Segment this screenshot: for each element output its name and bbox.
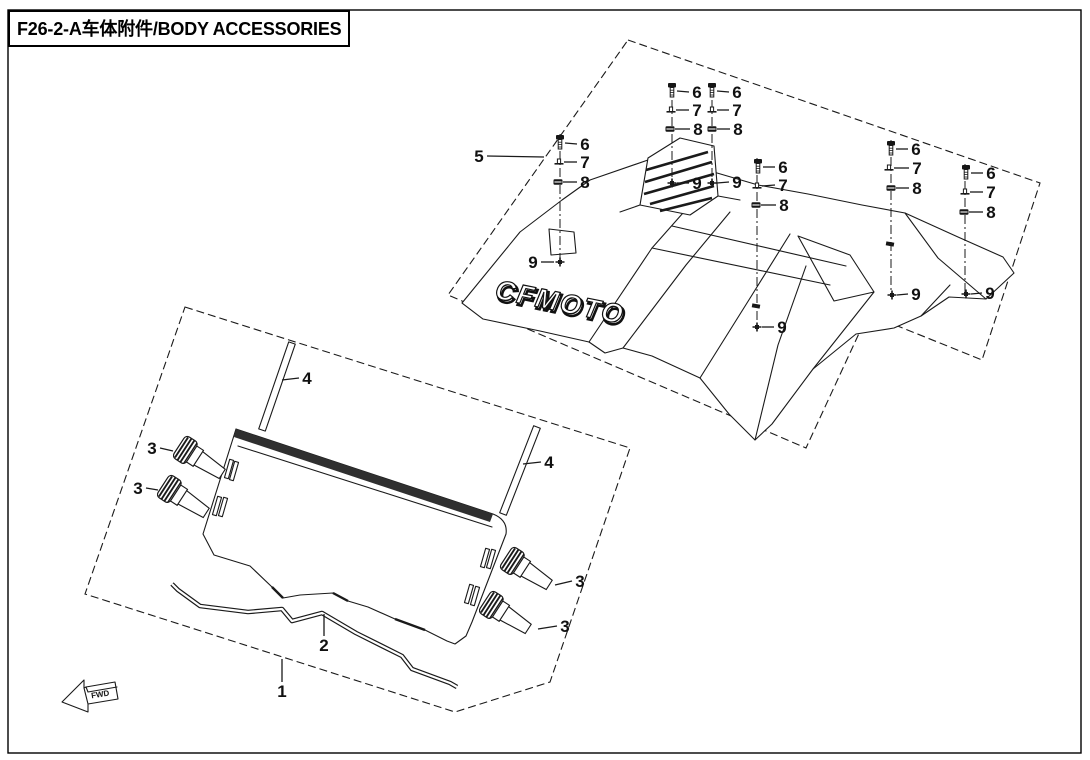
leader-line bbox=[970, 292, 983, 295]
part-callout-9: 9 bbox=[732, 173, 741, 192]
nut-icon bbox=[958, 208, 970, 216]
leader-line bbox=[537, 625, 558, 630]
part-callout-1: 1 bbox=[277, 682, 286, 701]
windshield-drawing bbox=[202, 428, 507, 645]
bolt-icon bbox=[667, 82, 677, 98]
part-callout-7: 7 bbox=[732, 101, 741, 120]
nut-icon bbox=[750, 201, 762, 209]
part-callout-8: 8 bbox=[580, 173, 589, 192]
mounting-strip bbox=[499, 425, 541, 516]
part-callout-6: 6 bbox=[580, 135, 589, 154]
leader-line bbox=[554, 580, 573, 586]
part-callout-2: 2 bbox=[319, 636, 328, 655]
part-callout-6: 6 bbox=[778, 158, 787, 177]
fwd-label: FWD bbox=[90, 689, 110, 701]
leader-line bbox=[522, 461, 542, 465]
part-callout-4: 4 bbox=[302, 369, 312, 388]
washer-icon bbox=[553, 158, 565, 165]
part-callout-3: 3 bbox=[133, 479, 142, 498]
part-callout-7: 7 bbox=[580, 153, 589, 172]
leader-line bbox=[486, 155, 545, 158]
part-callout-7: 7 bbox=[692, 101, 701, 120]
windshield-top-band bbox=[234, 429, 493, 522]
part-callout-7: 7 bbox=[986, 183, 995, 202]
hood-vent-hatch bbox=[619, 137, 741, 216]
leader-line bbox=[564, 142, 578, 145]
leader-line bbox=[145, 487, 159, 491]
page-border bbox=[7, 9, 1082, 754]
mounting-strip bbox=[258, 341, 296, 432]
washer-icon bbox=[706, 106, 718, 113]
bolt-icon bbox=[961, 164, 971, 180]
nut-icon bbox=[885, 184, 897, 192]
part-callout-9: 9 bbox=[985, 284, 994, 303]
part-callout-4: 4 bbox=[544, 453, 554, 472]
part-callout-8: 8 bbox=[986, 203, 995, 222]
part-callout-8: 8 bbox=[733, 120, 742, 139]
part-callout-6: 6 bbox=[911, 140, 920, 159]
part-callout-9: 9 bbox=[911, 285, 920, 304]
washer-icon bbox=[959, 188, 971, 195]
page-title: F26-2-A车体附件/BODY ACCESSORIES bbox=[8, 10, 351, 47]
bolt-icon bbox=[753, 158, 763, 174]
nut-icon bbox=[552, 178, 564, 186]
washer-icon bbox=[665, 106, 677, 113]
part-callout-6: 6 bbox=[986, 164, 995, 183]
part-callout-7: 7 bbox=[912, 159, 921, 178]
part-callout-5: 5 bbox=[474, 147, 483, 166]
leader-line bbox=[281, 377, 300, 381]
leader-line bbox=[716, 90, 730, 93]
hood-drawing: CFMOTO CFMOTO bbox=[461, 137, 1015, 441]
windshield-slots bbox=[211, 458, 497, 607]
part-callout-9: 9 bbox=[777, 318, 786, 337]
part-callout-8: 8 bbox=[779, 196, 788, 215]
part-callout-9: 9 bbox=[528, 253, 537, 272]
part-callout-6: 6 bbox=[692, 83, 701, 102]
part-callout-3: 3 bbox=[147, 439, 156, 458]
bolt-icon bbox=[886, 140, 896, 156]
part-callout-8: 8 bbox=[912, 179, 921, 198]
leader-line bbox=[896, 293, 909, 296]
bolt-icon bbox=[707, 82, 717, 98]
part-callout-6: 6 bbox=[732, 83, 741, 102]
windshield-region-outline bbox=[84, 306, 631, 713]
nut-icon bbox=[706, 125, 718, 133]
trim-tube-drawing bbox=[170, 582, 459, 689]
knob-clamp bbox=[498, 544, 558, 597]
part-callout-9: 9 bbox=[692, 174, 701, 193]
knob-clamp bbox=[477, 588, 537, 641]
washer-icon bbox=[883, 164, 895, 171]
bolt-icon bbox=[555, 134, 565, 150]
part-callout-7: 7 bbox=[778, 176, 787, 195]
leader-line bbox=[761, 184, 776, 187]
clip-plate bbox=[548, 228, 577, 256]
clip-mark bbox=[885, 241, 895, 247]
part-callout-3: 3 bbox=[560, 617, 569, 636]
fwd-arrow: FWD bbox=[61, 679, 119, 713]
leader-line bbox=[716, 181, 730, 184]
part-callout-8: 8 bbox=[693, 120, 702, 139]
clip-mark bbox=[751, 303, 761, 309]
nut-icon bbox=[664, 125, 676, 133]
part-callout-3: 3 bbox=[575, 572, 584, 591]
leader-line bbox=[159, 447, 174, 452]
leader-line bbox=[676, 90, 690, 93]
knob-clamp bbox=[155, 472, 215, 525]
